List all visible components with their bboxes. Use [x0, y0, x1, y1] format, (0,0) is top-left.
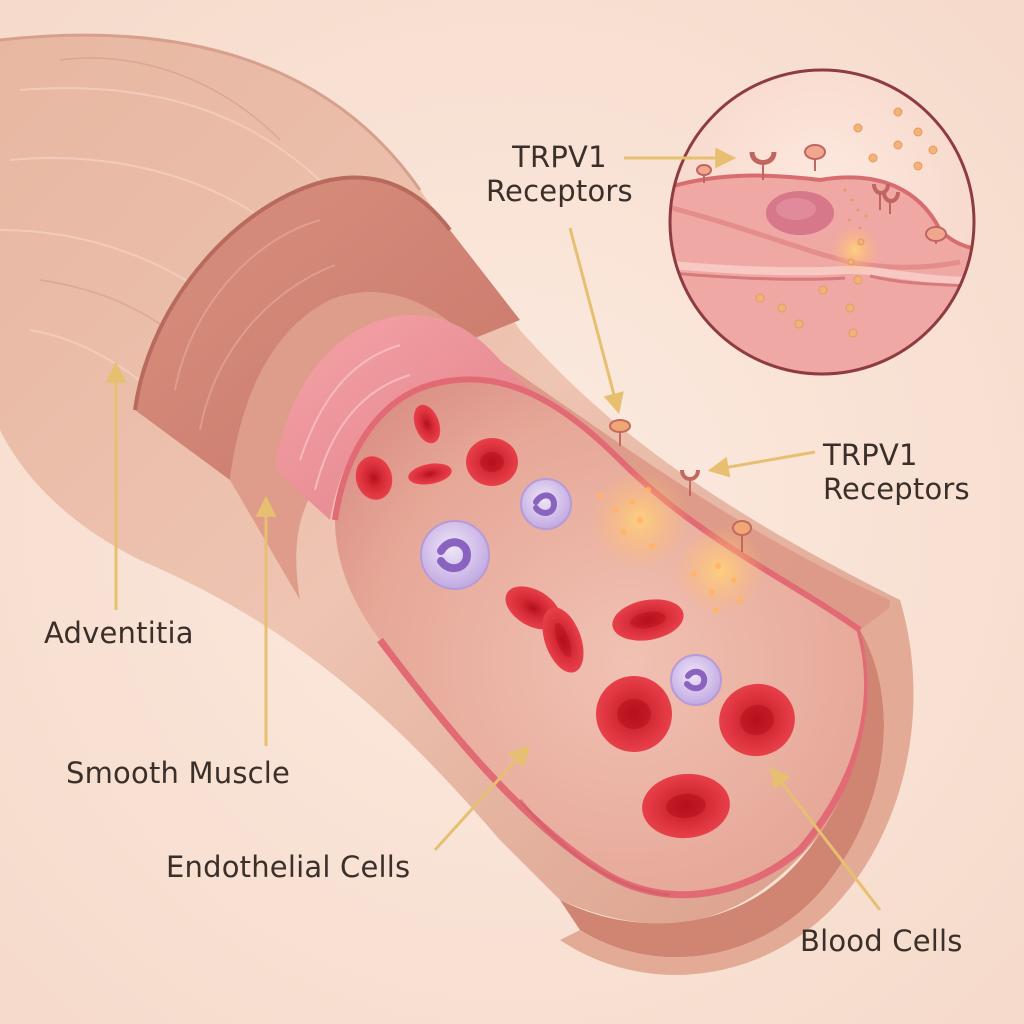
label-trpv1-right-line1: TRPV1: [823, 438, 970, 472]
label-smooth-muscle: Smooth Muscle: [66, 756, 290, 790]
label-adventitia: Adventitia: [44, 616, 194, 650]
label-trpv1-right-line2: Receptors: [823, 472, 970, 506]
label-trpv1-receptors-right: TRPV1 Receptors: [823, 438, 970, 506]
label-trpv1-top-line1: TRPV1: [486, 140, 633, 174]
label-endothelial-cells: Endothelial Cells: [166, 850, 410, 884]
label-blood-cells: Blood Cells: [800, 924, 963, 958]
label-trpv1-top-line2: Receptors: [486, 174, 633, 208]
label-trpv1-receptors-top: TRPV1 Receptors: [486, 140, 633, 208]
